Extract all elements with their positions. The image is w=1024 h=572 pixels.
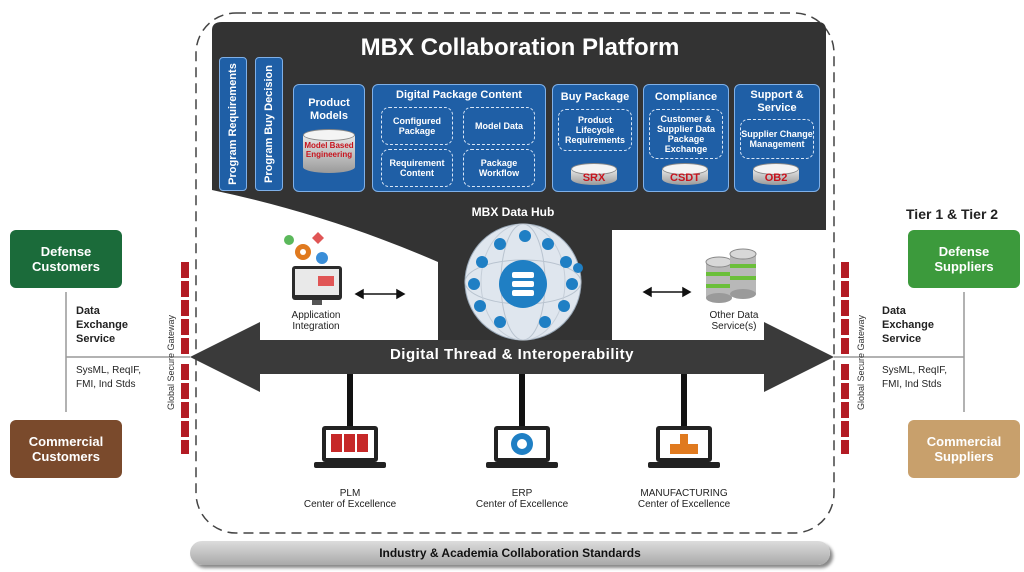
database-stack-icon <box>705 248 757 303</box>
digital-package-title: Digital Package Content <box>396 89 522 101</box>
program-requirements-label: Program Requirements <box>227 63 239 185</box>
erp-title: ERP <box>511 488 533 499</box>
compliance-title: Compliance <box>654 91 718 103</box>
product-lifecycle-item: Product Lifecycle Requirements <box>558 109 632 151</box>
app-integration-arrow <box>354 288 406 300</box>
model-based-engineering-cylinder: Model Based Engineering <box>303 129 355 173</box>
support-service-box: Support & Service Supplier Change Manage… <box>734 84 820 192</box>
product-models-title: Product Models <box>308 97 350 122</box>
ob2-cylinder: OB2 <box>753 163 799 185</box>
csdt-cylinder: CSDT <box>662 163 708 185</box>
erp-center: ERP Center of Excellence <box>462 488 582 510</box>
mfg-connector <box>681 374 687 426</box>
plm-center: PLM Center of Excellence <box>290 488 410 510</box>
other-data-label: Other Data Service(s) <box>709 310 759 332</box>
model-based-engineering-label: Model Based Engineering <box>304 141 354 159</box>
plm-subtitle: Center of Excellence <box>303 499 397 510</box>
program-buy-decision-box: Program Buy Decision <box>255 57 283 191</box>
manufacturing-subtitle: Center of Excellence <box>637 499 731 510</box>
buy-package-title: Buy Package <box>560 91 630 103</box>
digital-thread-arrow <box>190 322 834 392</box>
other-data-arrow <box>642 286 692 298</box>
digital-thread-label: Digital Thread & Interoperability <box>389 346 635 363</box>
data-hub-label: MBX Data Hub <box>471 205 555 219</box>
package-workflow-item: Package Workflow <box>463 149 535 187</box>
requirement-content-item: Requirement Content <box>381 149 453 187</box>
program-requirements-box: Program Requirements <box>219 57 247 191</box>
right-exchange-title-text: Data Exchange Service <box>882 305 934 345</box>
supplier-change-item: Supplier Change Management <box>740 119 814 159</box>
product-models-box: Product Models Model Based Engineering <box>293 84 365 192</box>
app-integration-label: Application Integration <box>291 310 341 332</box>
manufacturing-center: MANUFACTURING Center of Excellence <box>620 488 748 510</box>
plm-connector <box>347 374 353 426</box>
data-hub-globe-icon <box>464 223 583 341</box>
collaboration-standards-bar: Industry & Academia Collaboration Standa… <box>190 541 830 565</box>
left-exchange-standards: SysML, ReqIF, FMI, Ind Stds <box>76 365 142 390</box>
right-gateway-label: Global Secure Gateway <box>856 314 866 410</box>
left-gateway-bars <box>181 262 189 454</box>
left-exchange-title: Data Exchange Service <box>76 304 146 346</box>
commercial-suppliers-box: Commercial Suppliers <box>908 420 1020 478</box>
erp-connector <box>519 374 525 426</box>
right-exchange-title: Data Exchange Service <box>882 304 952 346</box>
program-buy-decision-label: Program Buy Decision <box>263 65 275 183</box>
support-service-title: Support & Service <box>750 89 804 114</box>
data-package-exchange-item: Customer & Supplier Data Package Exchang… <box>649 109 723 159</box>
srx-label: SRX <box>582 172 606 184</box>
plm-title: PLM <box>339 488 361 499</box>
model-data-item: Model Data <box>463 107 535 145</box>
configured-package-item: Configured Package <box>381 107 453 145</box>
commercial-customers-box: Commercial Customers <box>10 420 122 478</box>
csdt-label: CSDT <box>670 172 700 184</box>
application-integration-icon <box>284 232 342 305</box>
digital-package-box: Digital Package Content Configured Packa… <box>372 84 546 192</box>
plm-laptop-icon <box>314 426 386 468</box>
platform-boundary <box>195 12 835 534</box>
tier-label: Tier 1 & Tier 2 <box>906 206 999 222</box>
platform-title: MBX Collaboration Platform <box>360 34 680 61</box>
srx-cylinder: SRX <box>571 163 617 185</box>
right-gateway-bars <box>841 262 849 454</box>
manufacturing-laptop-icon <box>648 426 720 468</box>
defense-suppliers-box: Defense Suppliers <box>908 230 1020 288</box>
manufacturing-title: MANUFACTURING <box>640 488 728 499</box>
left-gateway-label: Global Secure Gateway <box>166 314 176 410</box>
compliance-box: Compliance Customer & Supplier Data Pack… <box>643 84 729 192</box>
erp-subtitle: Center of Excellence <box>475 499 569 510</box>
left-exchange-title-text: Data Exchange Service <box>76 305 128 345</box>
erp-laptop-icon <box>486 426 558 468</box>
right-exchange-standards: SysML, ReqIF, FMI, Ind Stds <box>882 365 948 390</box>
buy-package-box: Buy Package Product Lifecycle Requiremen… <box>552 84 638 192</box>
defense-customers-box: Defense Customers <box>10 230 122 288</box>
ob2-label: OB2 <box>764 172 788 184</box>
